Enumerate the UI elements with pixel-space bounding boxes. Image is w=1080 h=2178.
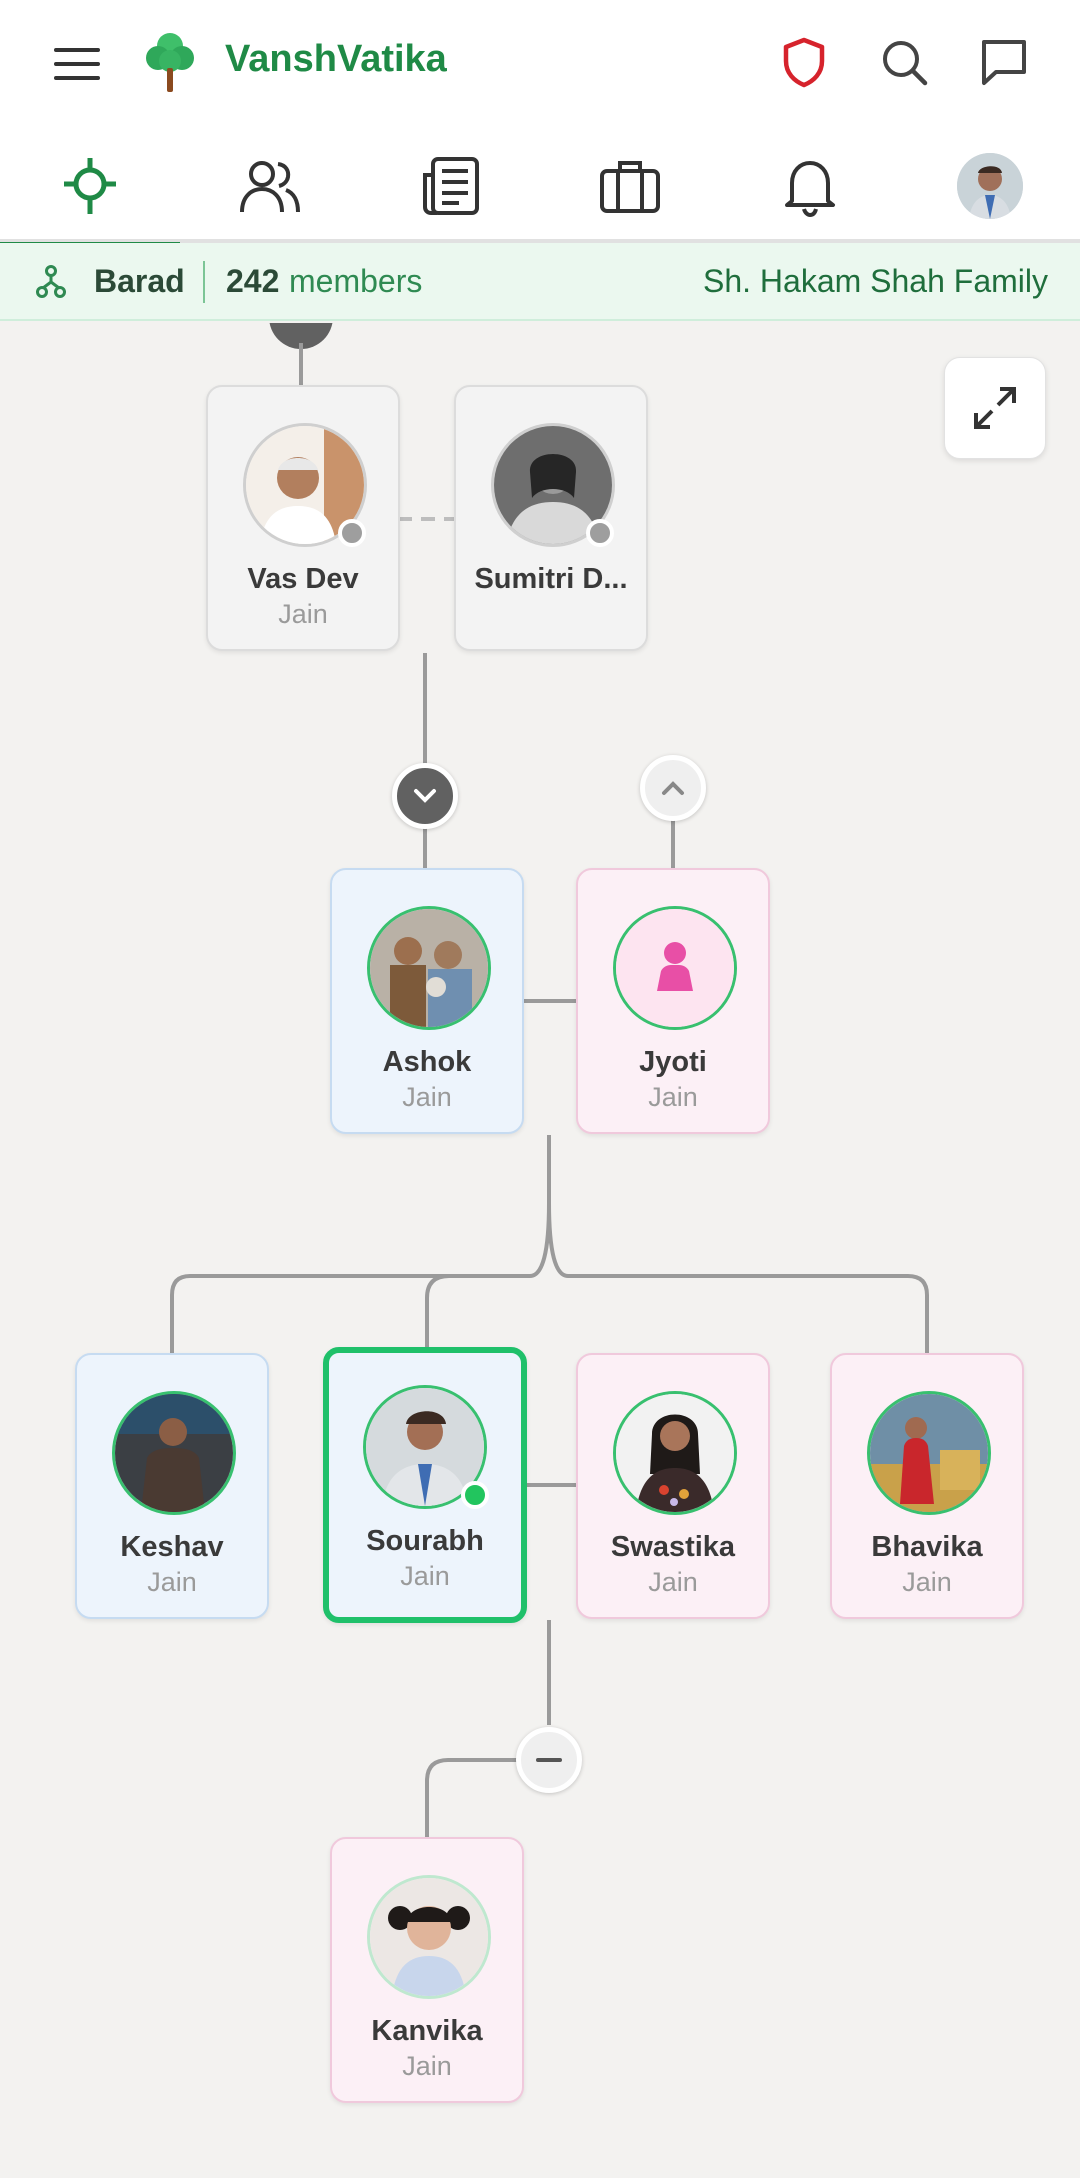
bell-icon (785, 160, 835, 217)
member-photo (112, 1391, 236, 1515)
chevron-up-icon (662, 781, 684, 795)
collapse-toggle-children[interactable] (516, 1727, 582, 1793)
member-surname: Jain (400, 1561, 450, 1591)
chevron-down-icon (414, 789, 436, 803)
member-surname: Jain (648, 1082, 698, 1112)
tab-family-tree[interactable] (0, 128, 180, 247)
member-photo (367, 1875, 491, 1999)
tab-notifications[interactable] (720, 128, 900, 243)
member-card-sumitri[interactable]: Sumitri D... (454, 385, 648, 651)
people-icon (240, 160, 300, 212)
member-surname: Jain (278, 599, 328, 629)
female-placeholder-icon (616, 909, 734, 1027)
newspaper-icon (423, 156, 479, 215)
member-photo (867, 1391, 991, 1515)
member-card-bhavika[interactable]: Bhavika Jain (830, 1353, 1024, 1619)
branch-icon (36, 265, 66, 298)
member-name: Ashok (382, 1046, 472, 1078)
search-icon[interactable] (876, 34, 932, 90)
status-offline-indicator (338, 519, 366, 547)
main-nav-tabs (0, 128, 1080, 247)
member-card-keshav[interactable]: Keshav Jain (75, 1353, 269, 1619)
expand-icon (974, 387, 1016, 429)
member-surname: Jain (648, 1567, 698, 1597)
member-name: Vas Dev (247, 563, 359, 595)
strip-divider (203, 261, 205, 303)
member-count-label: members (289, 263, 423, 299)
member-card-sourabh[interactable]: Sourabh Jain (323, 1347, 527, 1623)
tab-people[interactable] (180, 128, 360, 243)
member-name: Jyoti (639, 1046, 707, 1078)
member-card-jyoti[interactable]: Jyoti Jain (576, 868, 770, 1134)
shield-icon[interactable] (776, 34, 832, 90)
minus-icon (536, 1758, 562, 1762)
member-name: Sumitri D... (474, 563, 628, 595)
member-name: Keshav (120, 1531, 224, 1563)
member-name: Bhavika (871, 1531, 983, 1563)
family-name[interactable]: Sh. Hakam Shah Family (702, 263, 1048, 299)
fullscreen-button[interactable] (944, 357, 1046, 459)
tree-logo-icon (146, 33, 194, 92)
member-card-ashok[interactable]: Ashok Jain (330, 868, 524, 1134)
tab-profile[interactable] (900, 128, 1080, 243)
member-surname: Jain (402, 1082, 452, 1112)
member-name: Kanvika (371, 2015, 483, 2047)
member-name: Sourabh (366, 1525, 484, 1557)
family-tree-icon (64, 157, 116, 214)
member-photo (613, 1391, 737, 1515)
member-photo (367, 906, 491, 1030)
profile-avatar (957, 152, 1023, 219)
status-online-indicator (461, 1481, 489, 1509)
tab-business[interactable] (540, 128, 720, 243)
member-surname: Jain (902, 1567, 952, 1597)
member-photo (613, 906, 737, 1030)
member-name: Swastika (610, 1531, 736, 1563)
collapse-toggle-ashok[interactable] (392, 763, 458, 829)
family-tree-canvas[interactable]: Vas Dev Jain Sumitri D... (0, 323, 1080, 2178)
member-card-kanvika[interactable]: Kanvika Jain (330, 1837, 524, 2103)
status-offline-indicator (586, 519, 614, 547)
chat-icon[interactable] (976, 34, 1032, 90)
member-card-swastika[interactable]: Swastika Jain (576, 1353, 770, 1619)
app-header: VanshVatika (0, 0, 1080, 128)
member-count: 242 (226, 263, 280, 299)
member-surname: Jain (402, 2051, 452, 2081)
expand-toggle-jyoti[interactable] (640, 755, 706, 821)
member-card-vasdev[interactable]: Vas Dev Jain (206, 385, 400, 651)
menu-icon[interactable] (50, 40, 106, 90)
family-info-strip: Barad 242 members Sh. Hakam Shah Family (0, 243, 1080, 321)
tab-news[interactable] (360, 128, 540, 243)
branch-name[interactable]: Barad (94, 263, 185, 299)
app-title: VanshVatika (225, 38, 447, 80)
member-surname: Jain (147, 1567, 197, 1597)
briefcase-icon (600, 160, 660, 213)
